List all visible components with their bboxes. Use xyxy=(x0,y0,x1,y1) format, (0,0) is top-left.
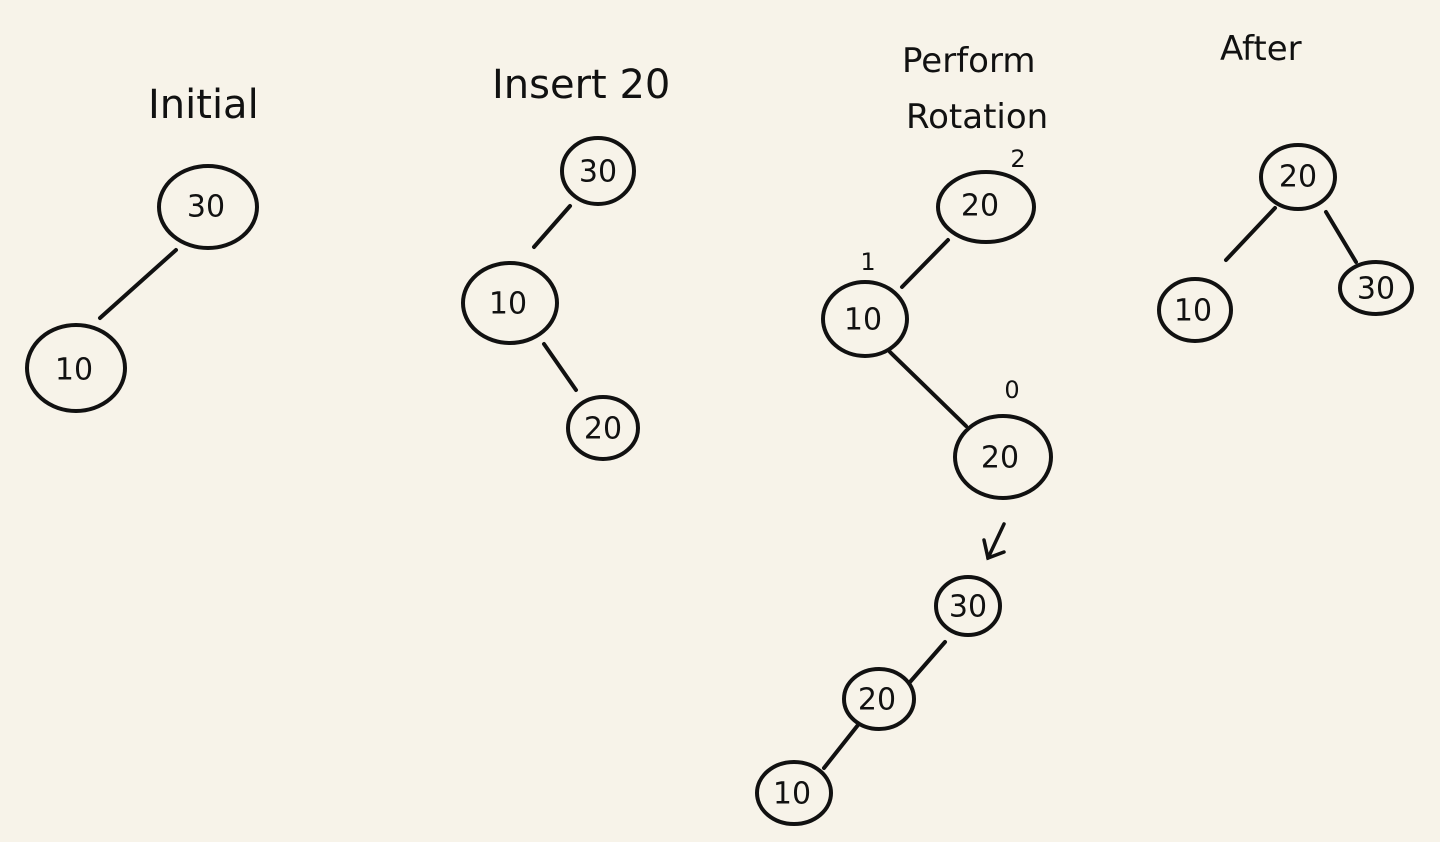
title-perform: Perform xyxy=(902,41,1035,81)
edge-20-10 xyxy=(1224,206,1277,262)
rotation-tree: 20 10 20 2 1 0 xyxy=(821,145,1053,500)
node-label: 10 xyxy=(489,287,527,322)
node-label: 20 xyxy=(961,189,999,224)
edge-20-30 xyxy=(1324,210,1358,264)
edge-30-20 xyxy=(908,640,947,684)
edge-20-10 xyxy=(822,723,860,770)
tree-node: 30 xyxy=(560,136,636,206)
initial-tree: 30 10 xyxy=(25,164,259,413)
tree-node: 30 xyxy=(934,575,1002,637)
after-tree: 20 10 30 xyxy=(1157,143,1414,343)
node-label: 20 xyxy=(981,441,1019,476)
node-label: 30 xyxy=(1357,272,1395,307)
node-label: 30 xyxy=(579,155,617,190)
tree-node: 10 xyxy=(755,760,833,826)
node-label: 10 xyxy=(1174,294,1212,329)
edge-20-10 xyxy=(900,238,950,289)
title-rotation: Rotation xyxy=(906,97,1048,137)
tree-node: 20 xyxy=(953,414,1053,500)
tree-node: 30 xyxy=(1338,260,1414,316)
down-arrow-icon xyxy=(982,522,1006,561)
title-initial: Initial xyxy=(148,82,259,128)
tree-node: 10 xyxy=(1157,277,1233,343)
node-label: 20 xyxy=(1279,160,1317,195)
tree-node: 20 xyxy=(1259,143,1337,211)
tree-node: 10 xyxy=(821,280,909,358)
rotation-result-tree: 30 20 10 xyxy=(755,575,1002,826)
edge-10-20 xyxy=(888,350,968,428)
node-label: 10 xyxy=(844,303,882,338)
node-label: 20 xyxy=(584,412,622,447)
tree-node: 20 xyxy=(936,170,1036,244)
node-label: 30 xyxy=(187,190,225,225)
balance-factor-label: 1 xyxy=(860,248,875,276)
node-label: 30 xyxy=(949,590,987,625)
title-insert: Insert 20 xyxy=(492,62,670,108)
balance-factor-label: 2 xyxy=(1010,145,1025,173)
edge-10-20 xyxy=(542,342,578,392)
title-after: After xyxy=(1220,29,1302,69)
node-label: 10 xyxy=(773,777,811,812)
tree-node: 10 xyxy=(25,323,127,413)
tree-node: 30 xyxy=(157,164,259,250)
tree-node: 10 xyxy=(461,261,559,345)
tree-node: 20 xyxy=(566,395,640,461)
edge-30-10 xyxy=(532,204,572,249)
node-label: 20 xyxy=(858,683,896,718)
tree-node: 20 xyxy=(842,667,916,731)
balance-factor-label: 0 xyxy=(1004,376,1019,404)
edge-30-10 xyxy=(98,248,178,320)
node-label: 10 xyxy=(55,353,93,388)
insert-tree: 30 10 20 xyxy=(461,136,640,461)
